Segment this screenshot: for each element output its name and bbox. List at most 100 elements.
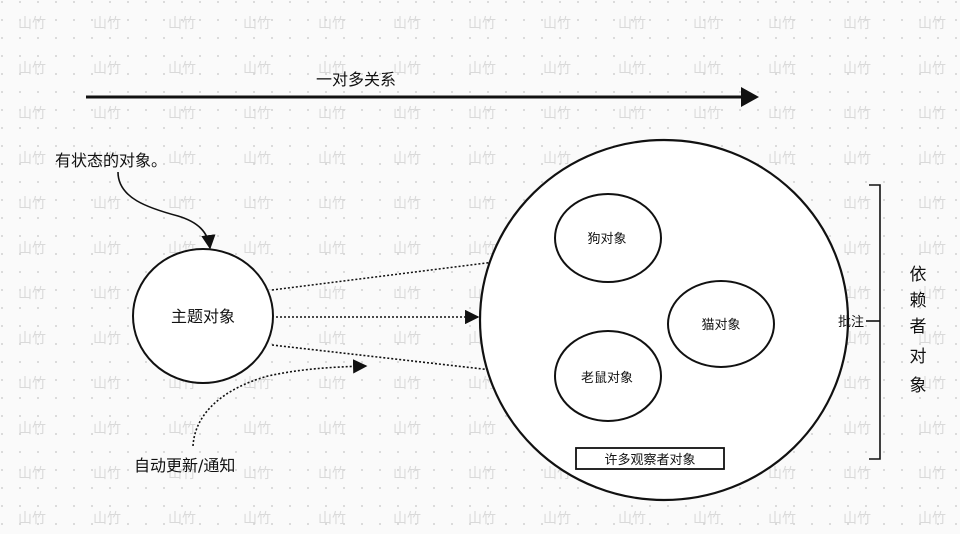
watermark-text: 山竹 — [93, 106, 121, 122]
watermark-text: 山竹 — [243, 196, 271, 212]
auto-update-arrow — [192, 359, 368, 447]
watermark-text: 山竹 — [918, 286, 946, 302]
watermark-text: 山竹 — [843, 241, 871, 257]
watermark-text: 山竹 — [468, 241, 496, 257]
watermark-text: 山竹 — [318, 106, 346, 122]
watermark-text: 山竹 — [93, 16, 121, 32]
watermark-text: 山竹 — [93, 196, 121, 212]
watermark-text: 山竹 — [93, 376, 121, 392]
watermark-text: 山竹 — [318, 241, 346, 257]
watermark-text: 山竹 — [18, 241, 46, 257]
watermark-text: 山竹 — [318, 511, 346, 527]
watermark-text: 山竹 — [168, 61, 196, 77]
watermark-text: 山竹 — [318, 16, 346, 32]
dependents-char-3: 者 — [910, 317, 927, 337]
watermark-text: 山竹 — [468, 61, 496, 77]
subject-object-node — [132, 248, 274, 384]
watermark-text: 山竹 — [843, 286, 871, 302]
dog-object-node — [554, 193, 662, 283]
watermark-text: 山竹 — [618, 16, 646, 32]
watermark-text: 山竹 — [843, 511, 871, 527]
watermark-text: 山竹 — [468, 466, 496, 482]
watermark-text: 山竹 — [18, 151, 46, 167]
observers-container-node — [478, 138, 850, 502]
watermark-text: 山竹 — [468, 421, 496, 437]
watermark-text: 山竹 — [543, 16, 571, 32]
watermark-text: 山竹 — [693, 511, 721, 527]
watermark-text: 山竹 — [243, 16, 271, 32]
watermark-text: 山竹 — [18, 286, 46, 302]
watermark-text: 山竹 — [843, 16, 871, 32]
annotation-label: 批注 — [838, 315, 864, 330]
watermark-text: 山竹 — [918, 196, 946, 212]
watermark-text: 山竹 — [918, 421, 946, 437]
watermark-text: 山竹 — [768, 466, 796, 482]
watermark-text: 山竹 — [318, 376, 346, 392]
watermark-text: 山竹 — [168, 16, 196, 32]
watermark-text: 山竹 — [393, 421, 421, 437]
watermark-text: 山竹 — [93, 286, 121, 302]
watermark-text: 山竹 — [318, 421, 346, 437]
watermark-text: 山竹 — [543, 61, 571, 77]
watermark-text: 山竹 — [843, 61, 871, 77]
watermark-text: 山竹 — [843, 421, 871, 437]
watermark-text: 山竹 — [393, 196, 421, 212]
watermark-text: 山竹 — [693, 16, 721, 32]
one-to-many-arrow-head — [741, 87, 759, 107]
watermark-text: 山竹 — [468, 106, 496, 122]
mouse-object-label: 老鼠对象 — [581, 371, 633, 386]
watermark-text: 山竹 — [768, 16, 796, 32]
one-to-many-label: 一对多关系 — [316, 70, 396, 89]
annotation-bracket — [869, 184, 881, 460]
watermark-text: 山竹 — [918, 466, 946, 482]
watermark-text: 山竹 — [243, 466, 271, 482]
watermark-text: 山竹 — [168, 466, 196, 482]
watermark-text: 山竹 — [843, 196, 871, 212]
watermark-text: 山竹 — [843, 151, 871, 167]
stateful-pointer-arrow — [117, 171, 216, 250]
watermark-text: 山竹 — [918, 241, 946, 257]
watermark-text: 山竹 — [393, 106, 421, 122]
watermark-text: 山竹 — [393, 61, 421, 77]
watermark-text: 山竹 — [918, 376, 946, 392]
watermark-text: 山竹 — [918, 511, 946, 527]
watermark-text: 山竹 — [168, 196, 196, 212]
watermark-text: 山竹 — [168, 421, 196, 437]
watermark-text: 山竹 — [468, 511, 496, 527]
observers-label-box — [575, 447, 725, 470]
watermark-text: 山竹 — [618, 61, 646, 77]
dependents-char-4: 对 — [910, 347, 927, 367]
watermark-text: 山竹 — [243, 106, 271, 122]
watermark-text: 山竹 — [18, 106, 46, 122]
watermark-text: 山竹 — [468, 196, 496, 212]
auto-update-label: 自动更新/通知 — [134, 456, 235, 475]
watermark-text: 山竹 — [918, 106, 946, 122]
dependents-char-5: 象 — [910, 376, 927, 396]
watermark-text: 山竹 — [468, 376, 496, 392]
watermark-text: 山竹 — [918, 61, 946, 77]
watermark-text: 山竹 — [768, 61, 796, 77]
watermark-text: 山竹 — [693, 61, 721, 77]
watermark-text: 山竹 — [768, 151, 796, 167]
watermark-text: 山竹 — [468, 16, 496, 32]
watermark-text: 山竹 — [93, 61, 121, 77]
watermark-text: 山竹 — [18, 511, 46, 527]
watermark-text: 山竹 — [543, 151, 571, 167]
watermark-text: 山竹 — [93, 241, 121, 257]
watermark-text: 山竹 — [393, 151, 421, 167]
watermark-text: 山竹 — [168, 151, 196, 167]
watermark-text: 山竹 — [18, 466, 46, 482]
watermark-text: 山竹 — [93, 421, 121, 437]
watermark-text: 山竹 — [468, 151, 496, 167]
watermark-text: 山竹 — [318, 466, 346, 482]
watermark-text: 山竹 — [768, 511, 796, 527]
watermark-text: 山竹 — [618, 511, 646, 527]
watermark-text: 山竹 — [18, 421, 46, 437]
watermark-text: 山竹 — [543, 511, 571, 527]
dependents-char-2: 赖 — [910, 291, 927, 311]
watermark-text: 山竹 — [618, 106, 646, 122]
notify-arrow-mouse — [271, 344, 555, 383]
watermark-text: 山竹 — [393, 331, 421, 347]
watermark-text: 山竹 — [393, 16, 421, 32]
watermark-text: 山竹 — [18, 196, 46, 212]
